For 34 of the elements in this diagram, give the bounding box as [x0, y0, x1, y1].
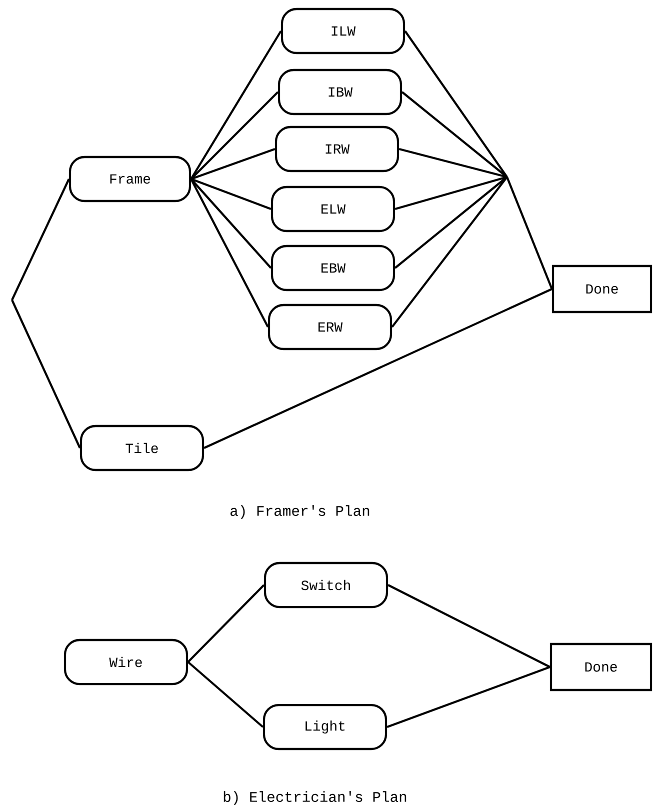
- connector-line: [190, 30, 282, 180]
- task-box: ERW: [268, 304, 392, 350]
- task-box: Wire: [64, 638, 188, 686]
- connector-line: [404, 30, 508, 178]
- task-box: Tile: [80, 424, 204, 472]
- connector-line: [187, 584, 265, 663]
- connector-line: [398, 148, 508, 178]
- done-box: Done: [550, 642, 652, 692]
- connector-line: [401, 91, 508, 178]
- connector-line: [187, 661, 264, 728]
- connector-line: [11, 178, 70, 300]
- task-box: ELW: [270, 186, 396, 232]
- caption: b) Electrician's Plan: [224, 791, 406, 805]
- task-box: IRW: [274, 126, 400, 172]
- connector-line: [386, 666, 550, 728]
- connector-line: [388, 584, 550, 668]
- connector-line: [190, 178, 272, 210]
- connector-line: [506, 176, 553, 290]
- task-box: Light: [262, 704, 388, 750]
- done-box: Done: [552, 264, 652, 314]
- connector-line: [391, 176, 508, 328]
- task-box: Frame: [68, 156, 192, 202]
- connector-line: [190, 178, 269, 328]
- connector-line: [204, 288, 552, 449]
- caption: a) Framer's Plan: [230, 505, 370, 519]
- connector-line: [190, 148, 276, 180]
- task-box: IBW: [278, 68, 402, 116]
- task-box: Switch: [264, 562, 388, 608]
- connector-line: [190, 91, 279, 180]
- connector-line: [394, 176, 508, 210]
- connector-line: [11, 300, 81, 448]
- task-box: EBW: [270, 244, 396, 292]
- task-box: ILW: [280, 8, 406, 54]
- connector-line: [190, 178, 272, 269]
